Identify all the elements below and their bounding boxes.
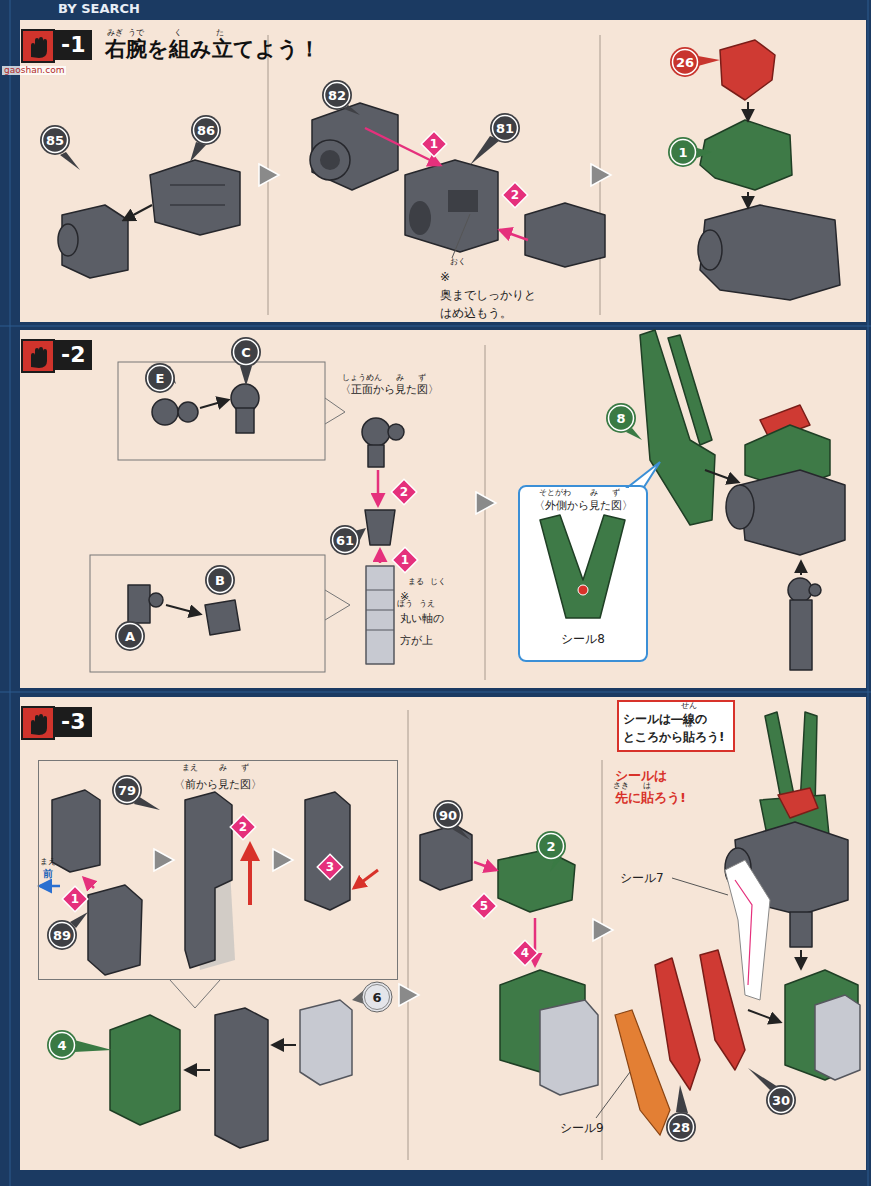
furigana: うで xyxy=(128,29,144,37)
furigana: は xyxy=(685,720,693,728)
direction-label: 前 xyxy=(43,869,53,879)
part-letter: C xyxy=(241,346,251,359)
callout-number: 81 xyxy=(496,122,514,135)
step-tab: -2 xyxy=(54,340,92,370)
page-title: 右腕を組み立てよう！ xyxy=(105,39,320,60)
part-letter: E xyxy=(156,372,165,385)
view-label: 〈前から見た図〉 xyxy=(174,779,262,791)
step-tab: -3 xyxy=(54,707,92,737)
callout-number: 1 xyxy=(678,146,687,159)
part-letter: B xyxy=(215,574,225,587)
step-number: 1 xyxy=(401,554,409,566)
furigana: た xyxy=(216,29,224,37)
step-number: 2 xyxy=(239,821,247,833)
furigana: み xyxy=(219,764,227,772)
furigana: み xyxy=(396,374,404,382)
note-text: シールは―線の ところから貼ろう! xyxy=(623,710,724,746)
sticker-label: シール9 xyxy=(560,1122,604,1134)
furigana: まえ xyxy=(182,764,198,772)
callout-number: 85 xyxy=(46,134,64,147)
furigana: ず xyxy=(418,374,426,382)
view-bubble: 〈外側から見た図〉シール8 xyxy=(518,485,648,662)
furigana: うえ xyxy=(419,600,435,608)
note-text: ※奥までしっかりと はめ込もう。 xyxy=(440,268,536,322)
step-number: 3 xyxy=(326,861,334,873)
furigana: おく xyxy=(450,258,466,266)
step-panel: -2 〈外側から見た図〉シール8 xyxy=(20,330,866,688)
sticker-note: シールは 先に貼ろう! xyxy=(615,765,686,809)
callout-number: 8 xyxy=(616,412,625,425)
furigana: ず xyxy=(612,489,620,497)
furigana: まる xyxy=(408,578,424,586)
step-tab: -1 xyxy=(54,30,92,60)
callout-number: 28 xyxy=(672,1121,690,1134)
sticker-label: シール7 xyxy=(620,872,664,884)
step-number: 1 xyxy=(71,893,79,905)
callout-number: 4 xyxy=(57,1039,66,1052)
view-label: 〈正面から見た図〉 xyxy=(340,384,439,395)
callout-number: 2 xyxy=(546,840,555,853)
furigana: みぎ xyxy=(107,29,123,37)
furigana: じく xyxy=(430,578,446,586)
view-label: 〈外側から見た図〉 xyxy=(534,499,633,512)
furigana: さき xyxy=(613,782,629,790)
furigana: せん xyxy=(681,702,697,710)
furigana: しょうめん xyxy=(342,374,382,382)
furigana: そとがわ xyxy=(539,489,571,497)
step-number: 2 xyxy=(400,486,408,498)
watermark: BY SEARCH xyxy=(58,2,140,15)
callout-number: 6 xyxy=(372,991,381,1004)
callout-number: 30 xyxy=(772,1094,790,1107)
callout-number: 90 xyxy=(439,809,457,822)
callout-number: 89 xyxy=(53,929,71,942)
furigana: み xyxy=(590,489,598,497)
callout-number: 61 xyxy=(336,534,354,547)
detail-inset: 〈前から見た図〉 xyxy=(38,760,398,980)
step-number: 5 xyxy=(480,900,488,912)
callout-number: 86 xyxy=(197,124,215,137)
callout-number: 79 xyxy=(118,784,136,797)
furigana: まえ xyxy=(40,858,56,866)
sticker-label: シール8 xyxy=(561,632,605,646)
callout-number: 82 xyxy=(328,89,346,102)
note-box: シールは―線の ところから貼ろう! xyxy=(617,700,735,752)
watermark: gaoshan.com xyxy=(2,66,66,75)
callout-number: 26 xyxy=(676,56,694,69)
note-text: ※丸い軸の 方が上 xyxy=(400,586,444,652)
step-panel: -3 〈前から見た図〉 シールは―線の ところから貼ろう! xyxy=(20,697,866,1170)
step-number: 1 xyxy=(430,138,438,150)
furigana: ず xyxy=(241,764,249,772)
part-letter: A xyxy=(125,630,135,643)
furigana: は xyxy=(643,782,651,790)
step-number: 4 xyxy=(521,947,529,959)
step-number: 2 xyxy=(511,189,519,201)
furigana: く xyxy=(174,29,182,37)
